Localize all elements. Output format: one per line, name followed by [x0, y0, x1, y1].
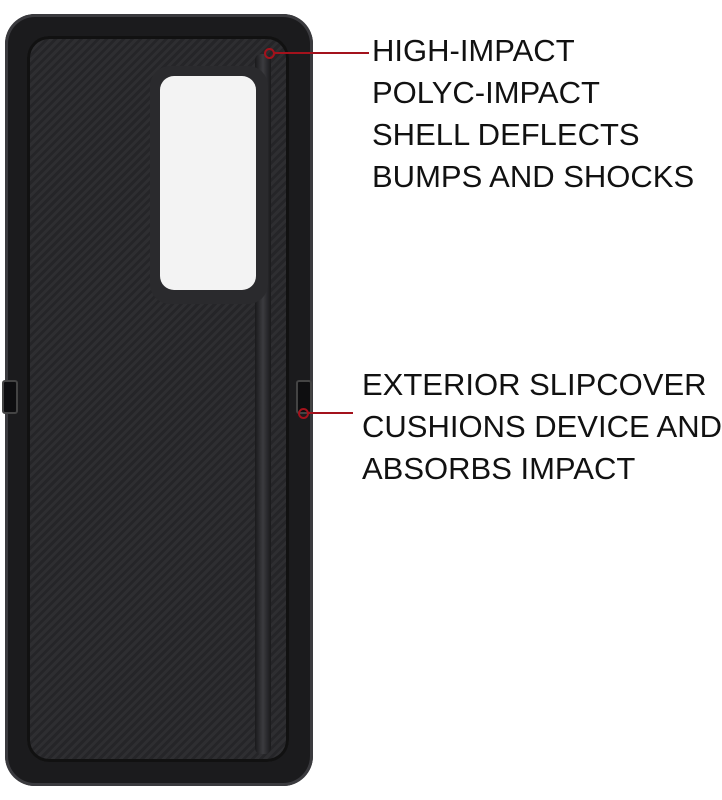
callout-line-1 [273, 52, 369, 54]
callout-line: HIGH-IMPACT [372, 33, 575, 68]
callout-line: EXTERIOR SLIPCOVER [362, 367, 707, 402]
callout-text-shell: HIGH-IMPACT POLYC-IMPACT SHELL DEFLECTS … [372, 30, 694, 198]
left-clip [2, 380, 18, 414]
callout-line: CUSHIONS DEVICE AND [362, 409, 722, 444]
callout-text-slipcover: EXTERIOR SLIPCOVER CUSHIONS DEVICE AND A… [362, 364, 722, 490]
callout-line: POLYC-IMPACT [372, 75, 600, 110]
phone-case-image [5, 14, 313, 786]
callout-line: SHELL DEFLECTS [372, 117, 640, 152]
camera-cutout [150, 66, 268, 304]
callout-line-2 [307, 412, 353, 414]
callout-line: BUMPS AND SHOCKS [372, 159, 695, 194]
callout-line: ABSORBS IMPACT [362, 451, 636, 486]
camera-window [160, 76, 256, 290]
